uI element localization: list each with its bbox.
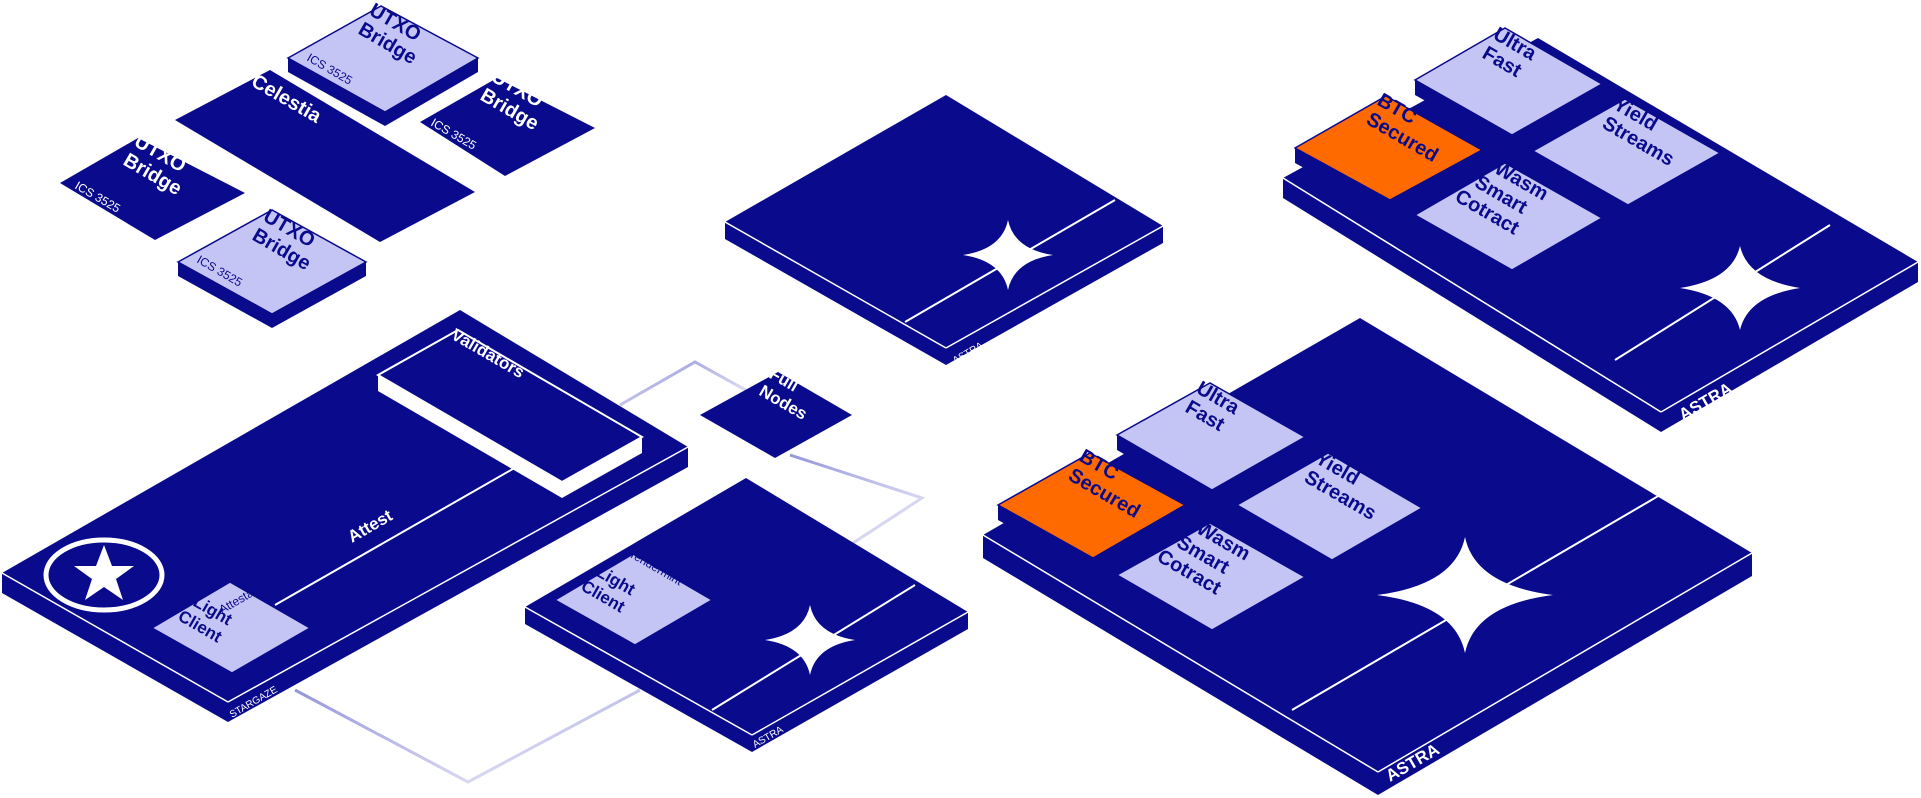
astra-stack-top-right[interactable]: ASTRA Ultra Fast BTC Secured	[1282, 23, 1919, 432]
stargaze-slab[interactable]: Validators Attest Attestation Light Clie…	[1, 310, 689, 722]
connector-stargaze-astra	[294, 688, 641, 784]
celestia-tile[interactable]	[175, 70, 475, 242]
astra-slab-bottom-center[interactable]: Tendermint Light Client ASTRA	[524, 478, 969, 752]
utxo-bridge-bottom[interactable]: UTXO Bridge ICS 3525	[176, 205, 368, 328]
connector-fullnodes-tendermint	[789, 453, 926, 547]
light-client-tendermint-block[interactable]: Tendermint Light Client	[553, 546, 714, 660]
sparkle-icon	[1377, 537, 1553, 653]
svg-text:Wasm Smart Cot: Wasm Smart Cotract	[1153, 507, 1258, 606]
sparkle-icon	[765, 605, 855, 675]
astra-slab-top-center[interactable]: ASTRA	[724, 95, 1164, 367]
full-nodes-tile[interactable]: Full Nodes	[700, 364, 852, 458]
sparkle-icon	[963, 220, 1053, 290]
ultra-fast-block[interactable]: Ultra Fast	[1413, 23, 1604, 150]
celestia-cluster: Celestia UTXO Bridge ICS 3525 UTXO Bridg…	[60, 0, 595, 328]
astra-stack-bottom-right[interactable]: ASTRA Ultra Fast BTC Secured	[982, 318, 1753, 795]
utxo-bridge-top[interactable]: UTXO Bridge ICS 3525	[286, 0, 480, 126]
yield-streams-block[interactable]: Yield Streams	[1235, 447, 1424, 575]
connector-lines	[294, 360, 926, 784]
star-icon	[43, 537, 165, 613]
btc-secured-block[interactable]: BTC Secured	[1293, 89, 1484, 215]
connector-validators-fullnodes	[619, 360, 761, 407]
light-client-attestation-block[interactable]: Attestation Light Client	[150, 576, 312, 688]
utxo-bridge-left[interactable]: UTXO Bridge ICS 3525	[60, 130, 245, 240]
wasm-smart-contract-block[interactable]: Wasm Smart Cotract	[1413, 147, 1604, 285]
sparkle-icon	[1680, 246, 1800, 330]
wasm-smart-contract-block[interactable]: Wasm Smart Cotract	[1115, 507, 1307, 645]
yield-streams-block[interactable]: Yield Streams	[1531, 93, 1722, 220]
validators-block[interactable]: Validators	[375, 325, 645, 498]
